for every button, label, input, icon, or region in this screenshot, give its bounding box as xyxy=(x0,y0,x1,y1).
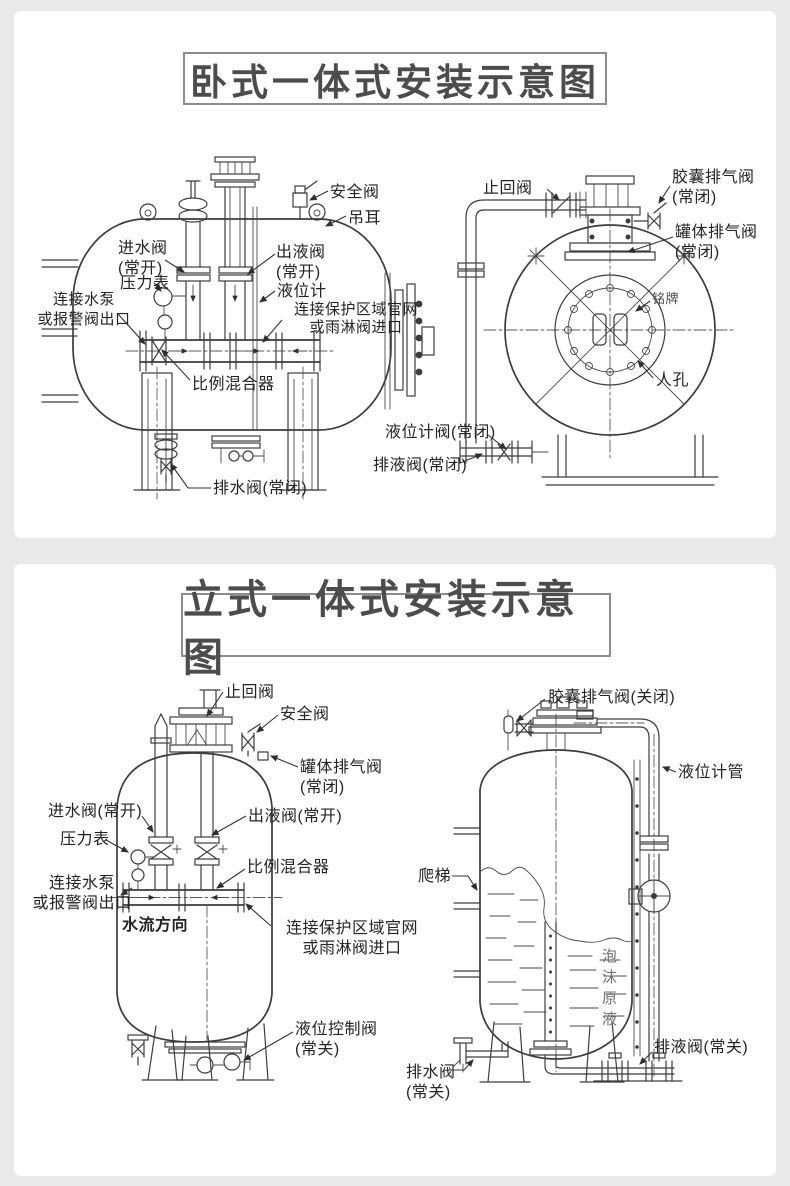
label-tank-vent: 罐体排气阀 (常闭) xyxy=(300,759,383,796)
label-protection-inlet: 连接保护区域官网 或雨淋阀进口 xyxy=(293,301,418,336)
label-bladder-vent: 胶囊排气阀(关闭) xyxy=(548,689,676,706)
label-pressure-gauge: 压力表 xyxy=(120,275,170,292)
panel2-title-box: 立式一体式安装示意图 xyxy=(181,578,611,680)
label-level-gauge-valve: 液位计阀(常闭) xyxy=(385,424,496,441)
label-safety-valve: 安全阀 xyxy=(280,706,330,723)
label-safety-valve: 安全阀 xyxy=(330,184,380,201)
label-inlet-valve: 进水阀 (常开) xyxy=(118,240,168,277)
label-ladder: 爬梯 xyxy=(418,868,452,885)
label-drain-valve: 排水阀 (常关) xyxy=(406,1064,456,1101)
label-outlet-valve: 出液阀(常开) xyxy=(248,808,343,825)
label-pressure-gauge: 压力表 xyxy=(60,831,110,848)
label-liquid-drain-valve: 排液阀(常闭) xyxy=(373,457,468,474)
horizontal-tank-drawing xyxy=(41,156,435,500)
panel1-title: 卧式一体式安装示意图 xyxy=(190,61,600,103)
panel1-leader-lines xyxy=(117,185,674,489)
label-manhole: 人孔 xyxy=(656,372,690,389)
label-pump-outlet: 连接水泵 或报警阀出口 xyxy=(37,291,131,328)
label-inlet-valve: 进水阀(常开) xyxy=(48,803,143,820)
label-flow-direction: 水流方向 xyxy=(122,917,189,934)
panel1-diagram-art xyxy=(41,156,737,500)
label-check-valve: 止回阀 xyxy=(483,180,533,197)
label-protection-inlet: 连接保护区域官网 或雨淋阀进口 xyxy=(285,920,418,957)
label-mixer: 比例混合器 xyxy=(192,376,275,393)
label-nameplate: 铭牌 xyxy=(652,291,680,306)
panel2-leader-lines xyxy=(105,691,677,1071)
panel-horizontal: 卧式一体式安装示意图 进水阀 (常开) 压力表 连接水泵 或报警阀出口 安全阀 … xyxy=(14,11,776,538)
label-mixer: 比例混合器 xyxy=(247,859,330,876)
vertical-tank-front-drawing xyxy=(105,689,283,1081)
label-check-valve: 止回阀 xyxy=(225,684,275,701)
label-level-control-valve: 液位控制阀 (常关) xyxy=(295,1021,378,1058)
label-level-pipe: 液位计管 xyxy=(678,764,745,781)
label-lifting-lug: 吊耳 xyxy=(348,210,382,227)
panel-vertical: 立式一体式安装示意图 止回阀 安全阀 罐体排气阀 (常闭) 进水阀(常开) 出液… xyxy=(14,564,776,1176)
panel2-diagram-art xyxy=(105,689,683,1083)
label-liquid-drain-valve: 排液阀(常关) xyxy=(654,1039,749,1056)
tank-end-view-drawing xyxy=(457,175,737,486)
vertical-tank-side-drawing xyxy=(453,696,683,1083)
label-foam-liquid: 泡沫原液 xyxy=(600,948,617,1032)
label-level-gauge: 液位计 xyxy=(277,283,327,300)
panel2-title: 立式一体式安装示意图 xyxy=(183,578,579,680)
panel1-title-box: 卧式一体式安装示意图 xyxy=(183,52,607,105)
label-drain-valve: 排水阀(常闭) xyxy=(213,480,308,497)
label-tank-vent: 罐体排气阀 (常闭) xyxy=(675,224,758,261)
label-bladder-vent: 胶囊排气阀 (常闭) xyxy=(672,169,755,206)
label-pump-outlet: 连接水泵 或报警阀出口 xyxy=(32,875,132,912)
label-outlet-valve: 出液阀 (常开) xyxy=(276,244,326,281)
